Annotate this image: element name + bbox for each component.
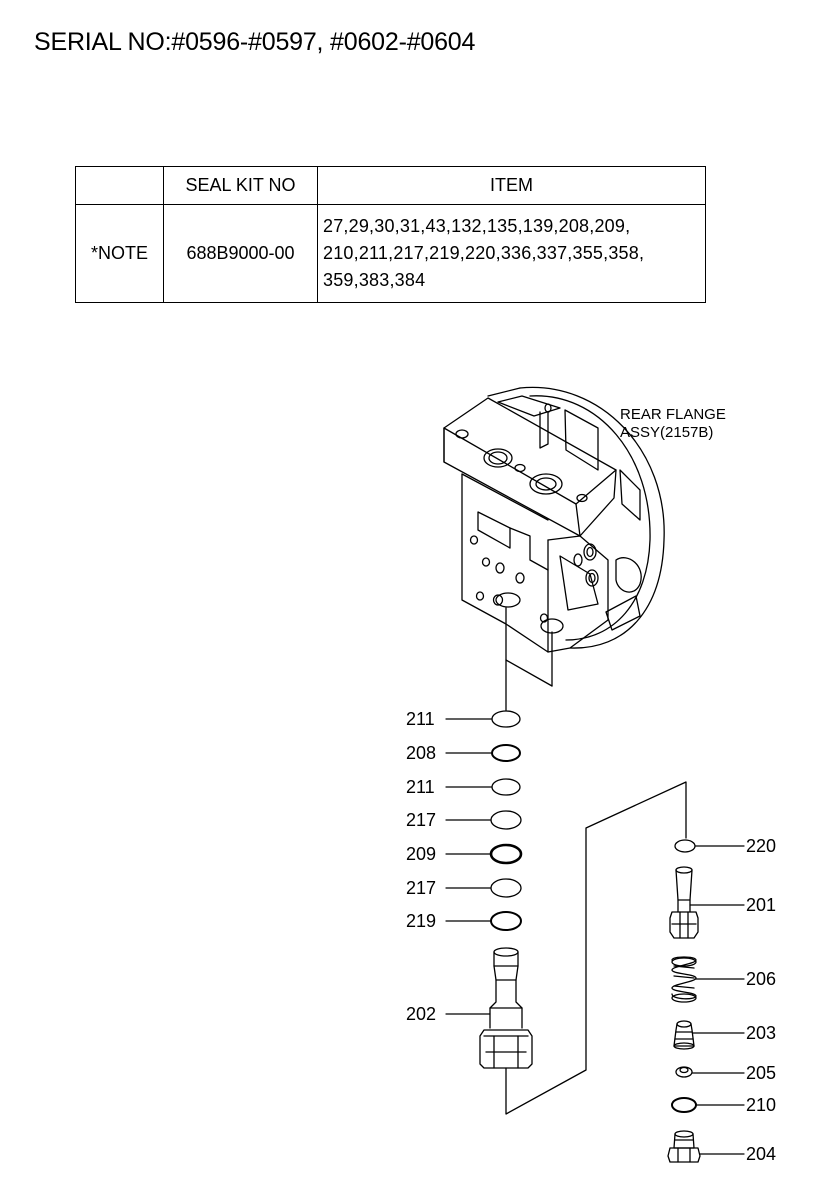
part-label-209: 209	[406, 844, 436, 864]
part-label-210: 210	[746, 1095, 776, 1115]
rear-flange-assembly-drawing	[443, 386, 665, 711]
items-line: 27,29,30,31,43,132,135,139,208,209,	[323, 216, 631, 236]
part-label-211: 211	[406, 777, 435, 797]
rear-flange-label-line1: REAR FLANGE	[620, 406, 726, 423]
part-label-203: 203	[746, 1023, 776, 1043]
kit-number-cell: 688B9000-00	[163, 204, 318, 303]
part-label-206: 206	[746, 969, 776, 989]
table-header-row: SEAL KIT NO ITEM	[75, 166, 706, 205]
part-label-208: 208	[406, 743, 436, 763]
serial-number-title: SERIAL NO:#0596-#0597, #0602-#0604	[34, 28, 476, 56]
leader-lines	[445, 718, 745, 1155]
left-seal-stack-drawing	[489, 710, 523, 931]
seal-kit-table: SEAL KIT NO ITEM *NOTE 688B9000-00 27,29…	[75, 166, 706, 303]
items-line: 359,383,384	[323, 270, 426, 290]
part-label-211-top: 211	[406, 709, 435, 729]
part-label-201: 201	[746, 895, 776, 915]
right-valve-stack-drawing	[667, 839, 701, 1163]
items-line: 210,211,217,219,220,336,337,355,358,	[323, 243, 645, 263]
part-label-217: 217	[406, 878, 436, 898]
header-blank	[75, 166, 164, 205]
part-label-202: 202	[406, 1004, 436, 1024]
note-cell: *NOTE	[75, 204, 164, 303]
part-202-drawing	[479, 781, 687, 1115]
part-label-219: 219	[406, 911, 436, 931]
part-label-205: 205	[746, 1063, 776, 1083]
part-label-204: 204	[746, 1144, 776, 1164]
part-label-217-top: 217	[406, 810, 436, 830]
rear-flange-label-line2: ASSY(2157B)	[620, 424, 713, 441]
table-row: *NOTE 688B9000-00 27,29,30,31,43,132,135…	[75, 204, 706, 303]
header-item: ITEM	[317, 166, 706, 205]
part-label-220: 220	[746, 836, 776, 856]
header-seal-kit-no: SEAL KIT NO	[163, 166, 318, 205]
items-cell: 27,29,30,31,43,132,135,139,208,209, 210,…	[317, 204, 706, 303]
